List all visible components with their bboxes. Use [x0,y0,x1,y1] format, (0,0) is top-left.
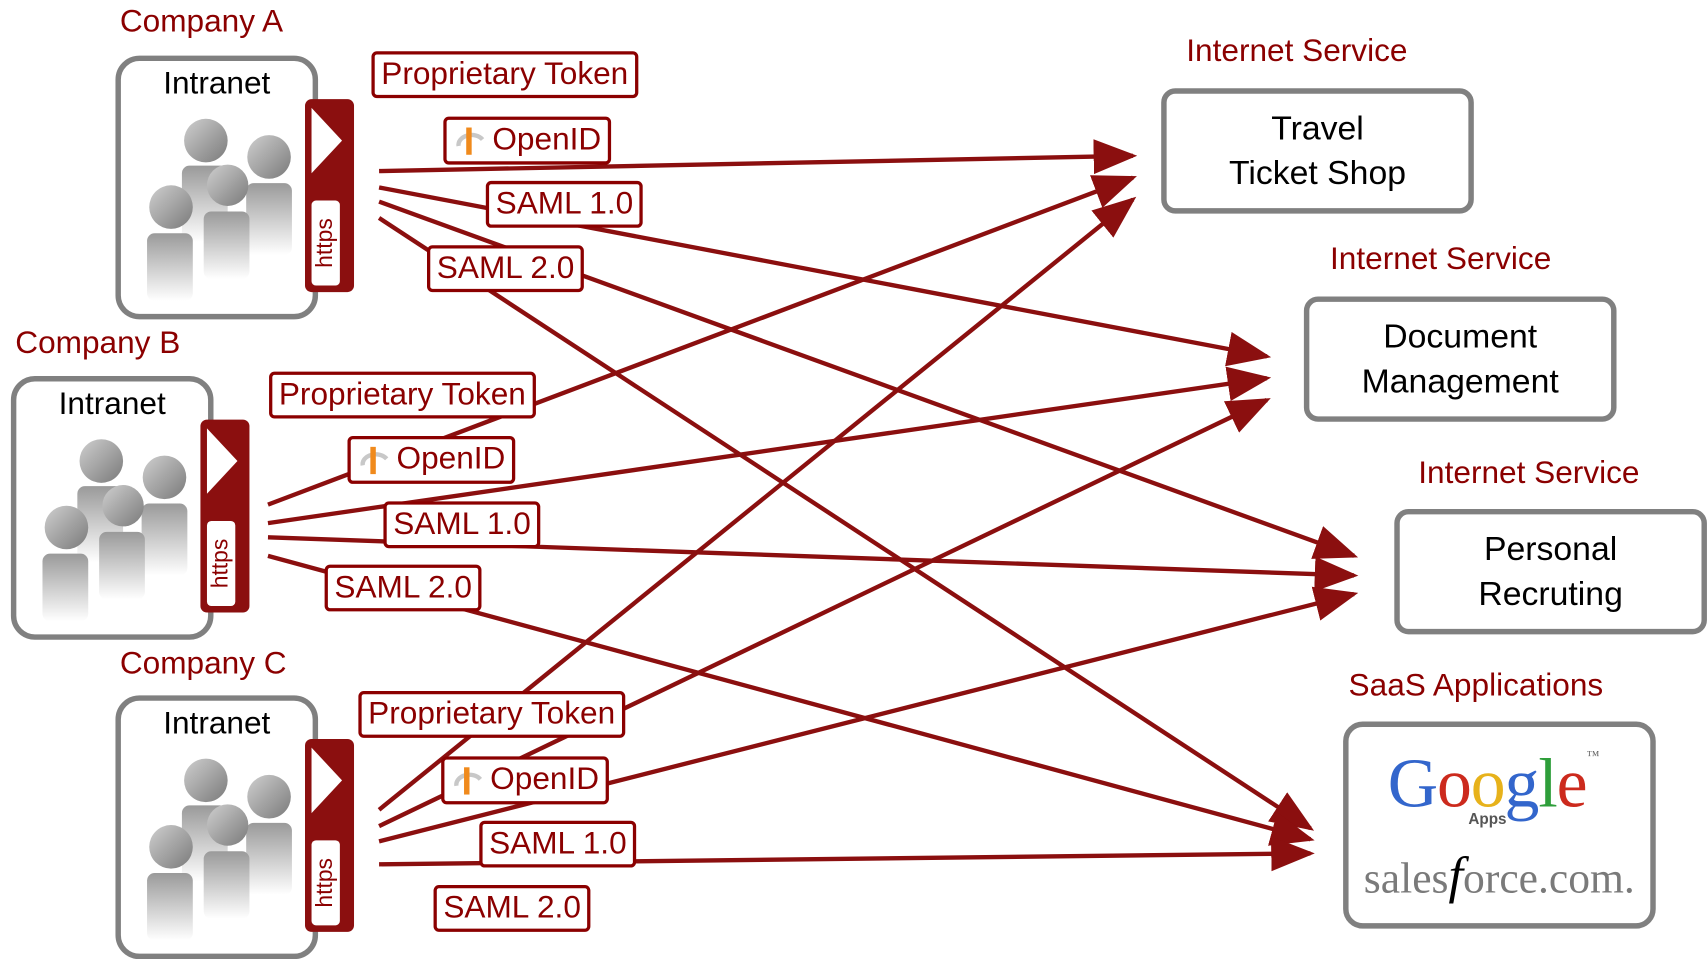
users-group-icon [42,439,188,622]
service-document-line1: Document [1383,317,1538,356]
gateway-flag-icon [311,107,343,174]
company-b-label: Company B [15,325,181,361]
arrow-a-saas [377,216,1315,831]
company-b-token-saml1: SAML 1.0 [383,501,541,549]
arrow-b-document [267,366,1272,526]
https-badge: https [311,840,340,926]
salesforce-logo: salesforce.com. [1363,846,1635,905]
service-travel-title: Internet Service [1186,33,1408,69]
arrow-c-document [378,398,1271,829]
users-group-icon [147,118,292,301]
intranet-label: Intranet [163,706,271,742]
service-document-line2: Management [1361,361,1559,400]
https-badge: https [311,200,340,286]
company-c-token-saml1: SAML 1.0 [479,820,637,868]
users-group-icon [147,758,292,941]
company-a-gateway: https [305,99,355,293]
company-b-token-saml2: SAML 2.0 [324,564,482,612]
intranet-label: Intranet [58,386,166,422]
service-recruting-line1: Personal [1483,529,1618,569]
intranet-label: Intranet [163,66,271,102]
service-travel-line1: Travel [1271,109,1364,148]
openid-icon [360,447,389,475]
service-recruting-line2: Recruting [1478,573,1623,612]
gateway-flag-icon [311,747,343,814]
company-a-token-saml1: SAML 1.0 [485,180,643,228]
openid-icon [456,127,485,156]
company-a-token-saml2: SAML 2.0 [427,245,585,293]
company-a-token-openid: OpenID [443,116,612,165]
company-a-token-proprietary: Proprietary Token [371,51,639,99]
google-apps-label: Apps [1468,809,1507,828]
company-a-intranet-box: Intranet [115,55,319,320]
company-b-gateway: https [200,419,250,613]
service-saas-title: SaaS Applications [1348,668,1604,703]
company-c-token-proprietary: Proprietary Token [358,690,625,738]
company-c-gateway: https [305,738,355,932]
openid-icon [454,767,483,795]
company-b-token-proprietary: Proprietary Token [269,371,536,419]
company-a-label: Company A [119,4,284,40]
service-saas-box: Google™ Apps salesforce.com. [1343,721,1656,929]
arrow-a-travel [379,139,1138,175]
company-c-token-openid: OpenID [441,756,609,805]
service-document-title: Internet Service [1330,241,1552,277]
service-recruting-title: Internet Service [1418,455,1640,491]
service-travel-line2: Ticket Shop [1228,153,1407,192]
company-c-intranet-box: Intranet [115,695,319,959]
company-c-label: Company C [119,646,287,682]
company-c-token-saml2: SAML 2.0 [433,884,591,932]
service-travel-box: Travel Ticket Shop [1161,88,1474,214]
gateway-flag-icon [206,428,238,494]
google-logo: Google™ [1387,744,1599,822]
service-document-box: Document Management [1303,296,1617,422]
https-badge: https [206,520,236,606]
company-b-token-openid: OpenID [347,435,516,485]
service-recruting-box: Personal Recruting [1394,508,1707,635]
company-b-intranet-box: Intranet [10,376,214,640]
